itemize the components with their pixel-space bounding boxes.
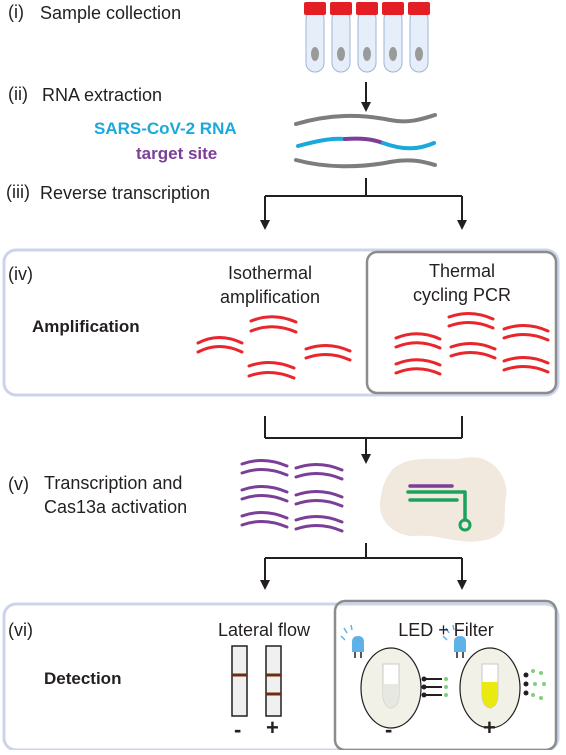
sample-tube-icon: [408, 2, 430, 73]
led-positive: [442, 624, 546, 729]
fork-detection: [260, 543, 467, 590]
sample-tubes: [304, 2, 430, 73]
step-6-num: (vi): [8, 620, 33, 640]
led-icon: [442, 624, 466, 658]
sample-tube-icon: [304, 2, 326, 73]
led-positive-sign: +: [483, 715, 496, 740]
isothermal-label-2: amplification: [219, 287, 321, 307]
led-icon: [340, 624, 364, 658]
step-5-num: (v): [8, 474, 29, 494]
test-strip-icon: [231, 645, 248, 717]
step-2-num: (ii): [8, 84, 28, 104]
led-negative: [340, 624, 448, 729]
step-4-num: (iv): [8, 264, 33, 284]
sample-tube-icon: [356, 2, 378, 73]
lateral-flow-strips: [231, 645, 282, 717]
lateral-negative-sign: -: [234, 717, 242, 742]
pcr-amplicons: [394, 312, 550, 376]
step-6-label: Detection: [44, 669, 122, 688]
amplification-panel: [2, 248, 560, 397]
target-site-label: target site: [136, 144, 218, 163]
step-3-num: (iii): [6, 182, 30, 202]
lateral-positive-sign: +: [266, 715, 279, 740]
cas13a-complex: [379, 457, 507, 542]
detector-icon: [523, 669, 546, 700]
step-1-label: Sample collection: [40, 3, 182, 23]
step-1-num: (i): [8, 2, 24, 22]
transcribed-rna: [240, 459, 344, 533]
lateral-flow-label: Lateral flow: [217, 620, 311, 640]
led-filter-label: LED + Filter: [398, 620, 494, 640]
sample-tube-icon: [330, 2, 352, 73]
rna-label: SARS-CoV-2 RNA: [94, 119, 237, 138]
step-5-label-2: Cas13a activation: [44, 497, 188, 517]
step-2-label: RNA extraction: [42, 85, 163, 105]
sample-tube-icon: [382, 2, 404, 73]
rna-strands: [294, 113, 437, 169]
pcr-label-1: Thermal: [428, 261, 495, 281]
pcr-label-2: cycling PCR: [412, 285, 512, 305]
step-3-label: Reverse transcription: [40, 183, 211, 203]
led-negative-sign: -: [385, 717, 393, 742]
isothermal-amplicons: [196, 315, 352, 380]
step-5-label-1: Transcription and: [44, 473, 183, 493]
detector-icon: [421, 676, 448, 698]
fork-reverse-transcription: [260, 178, 467, 230]
pcr-subpanel: [365, 250, 558, 395]
isothermal-label-1: Isothermal: [227, 263, 313, 283]
step-4-label: Amplification: [32, 317, 140, 336]
test-strip-icon: [265, 645, 282, 717]
merge-connector: [264, 416, 463, 464]
